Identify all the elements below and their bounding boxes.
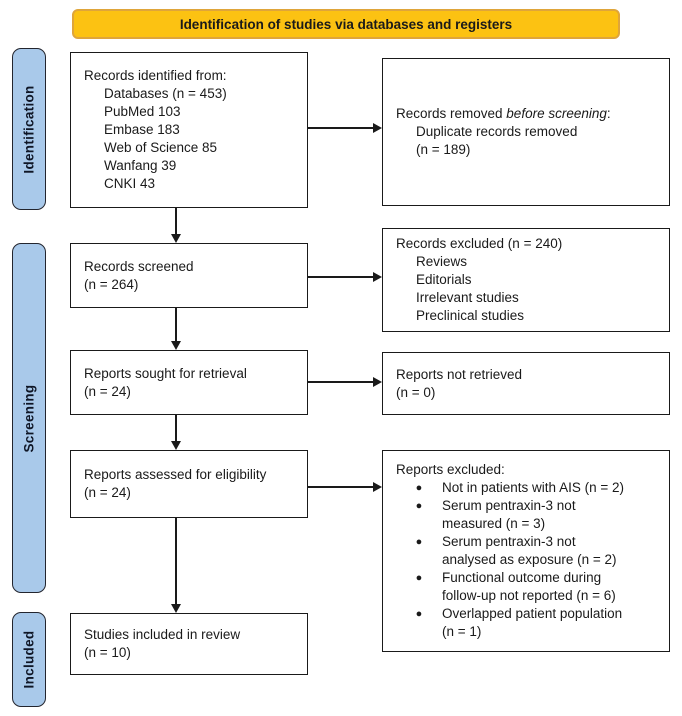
- arrow-right-icon: [308, 272, 382, 281]
- bullet-line: Not in patients with AIS (n = 2): [442, 480, 624, 495]
- box-title: Reports excluded:: [396, 462, 505, 477]
- arrow-down-icon: [171, 518, 180, 613]
- list-item: CNKI 43: [104, 176, 156, 191]
- list-item: Preclinical studies: [416, 308, 525, 323]
- box-reports-not-retrieved: Reports not retrieved (n = 0): [382, 352, 670, 415]
- bullet-line: Functional outcome during: [442, 570, 602, 585]
- bullet-line: Overlapped patient population: [442, 606, 623, 621]
- bullet-item: ● Overlapped patient population (n = 1): [396, 605, 659, 641]
- box-count: (n = 264): [84, 276, 139, 292]
- arrow-down-icon: [171, 308, 180, 350]
- box-title: Studies included in review: [84, 627, 241, 642]
- box-title: Reports sought for retrieval: [84, 365, 247, 381]
- list-item: (n = 189): [416, 142, 471, 157]
- bullet-line: analysed as exposure (n = 2): [442, 552, 617, 567]
- box-reports-sought: Reports sought for retrieval (n = 24): [70, 350, 308, 415]
- bullet-text: Serum pentraxin-3 not analysed as exposu…: [442, 533, 659, 569]
- bullet-icon: ●: [415, 608, 423, 620]
- box-title: Records identified from:: [84, 68, 227, 83]
- box-count: (n = 24): [84, 383, 131, 399]
- arrow-right-icon: [308, 482, 382, 491]
- bullet-line: follow-up not reported (n = 6): [442, 588, 616, 603]
- box-title: Reports not retrieved: [396, 366, 523, 382]
- title-prefix: Records removed: [396, 106, 507, 121]
- stage-screening: Screening: [12, 243, 46, 593]
- banner-title: Identification of studies via databases …: [72, 9, 620, 39]
- bullet-item: ● Functional outcome during follow-up no…: [396, 569, 659, 605]
- box-records-removed: Records removed before screening: Duplic…: [382, 58, 670, 206]
- bullet-text: Not in patients with AIS (n = 2): [442, 479, 659, 497]
- arrow-right-icon: [308, 377, 382, 386]
- title-italic: before screening: [506, 106, 607, 121]
- box-records-screened: Records screened (n = 264): [70, 243, 308, 308]
- list-item: PubMed 103: [104, 104, 181, 119]
- bullet-line: measured (n = 3): [442, 516, 546, 531]
- box-records-identified: Records identified from: Databases (n = …: [70, 52, 308, 208]
- bullet-line: Serum pentraxin-3 not: [442, 498, 576, 513]
- box-studies-included: Studies included in review (n = 10): [70, 613, 308, 675]
- bullet-text: Serum pentraxin-3 not measured (n = 3): [442, 497, 659, 533]
- box-count: (n = 10): [84, 645, 131, 660]
- stage-included-label: Included: [21, 630, 37, 689]
- list-item: Databases (n = 453): [104, 86, 227, 101]
- bullet-text: Overlapped patient population (n = 1): [442, 605, 659, 641]
- bullet-icon: ●: [415, 482, 423, 494]
- box-title: Records excluded (n = 240): [396, 236, 563, 251]
- box-count: (n = 0): [396, 384, 436, 400]
- arrow-down-icon: [171, 415, 180, 450]
- list-item: Irrelevant studies: [416, 290, 519, 305]
- stage-identification-label: Identification: [21, 84, 37, 174]
- list-item: Reviews: [416, 254, 468, 269]
- box-title: Records removed before screening:: [396, 105, 659, 123]
- stage-screening-label: Screening: [21, 384, 37, 452]
- bullet-item: ● Serum pentraxin-3 not measured (n = 3): [396, 497, 659, 533]
- box-reports-excluded: Reports excluded: ● Not in patients with…: [382, 450, 670, 652]
- bullet-item: ● Not in patients with AIS (n = 2): [396, 479, 659, 497]
- box-count: (n = 24): [84, 485, 131, 500]
- bullet-text: Functional outcome during follow-up not …: [442, 569, 659, 605]
- bullet-icon: ●: [415, 536, 423, 548]
- arrow-down-icon: [171, 208, 180, 243]
- stage-identification: Identification: [12, 48, 46, 210]
- list-item: Duplicate records removed: [416, 124, 578, 139]
- box-reports-assessed: Reports assessed for eligibility (n = 24…: [70, 450, 308, 518]
- arrow-right-icon: [308, 123, 382, 132]
- stage-included: Included: [12, 612, 46, 707]
- title-suffix: :: [606, 106, 611, 121]
- bullet-icon: ●: [415, 572, 423, 584]
- list-item: Embase 183: [104, 122, 180, 137]
- list-item: Web of Science 85: [104, 140, 218, 155]
- banner-title-label: Identification of studies via databases …: [179, 16, 513, 32]
- list-item: Editorials: [416, 272, 472, 287]
- bullet-icon: ●: [415, 500, 423, 512]
- box-records-excluded: Records excluded (n = 240) Reviews Edito…: [382, 228, 670, 332]
- box-title: Records screened: [84, 258, 194, 274]
- box-title: Reports assessed for eligibility: [84, 467, 267, 482]
- bullet-line: (n = 1): [442, 624, 482, 639]
- bullet-item: ● Serum pentraxin-3 not analysed as expo…: [396, 533, 659, 569]
- list-item: Wanfang 39: [104, 158, 177, 173]
- bullet-line: Serum pentraxin-3 not: [442, 534, 576, 549]
